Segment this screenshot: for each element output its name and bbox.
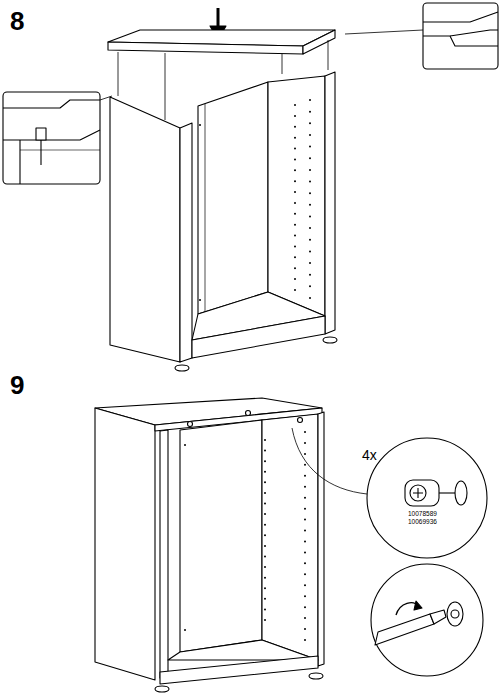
shelf-hole [309, 122, 311, 124]
shelf-hole [294, 235, 296, 237]
shelf-hole [309, 239, 311, 241]
shelf-hole [264, 534, 266, 536]
shelf-hole [294, 126, 296, 128]
shelf-hole [309, 250, 311, 252]
shelf-hole [264, 619, 266, 621]
shelf-hole [309, 111, 311, 113]
shelf-hole [304, 464, 306, 466]
shelf-hole [184, 629, 186, 631]
shelf-hole [309, 157, 311, 159]
shelf-hole [309, 99, 311, 101]
shelf-hole [294, 137, 296, 139]
shelf-hole [309, 285, 311, 287]
shelf-hole [309, 169, 311, 171]
shelf-hole [304, 551, 306, 553]
shelf-hole [264, 460, 266, 462]
shelf-hole [304, 486, 306, 488]
shelf-hole [294, 245, 296, 247]
shelf-hole [294, 180, 296, 182]
shelf-hole [294, 191, 296, 193]
shelf-hole [309, 215, 311, 217]
article-number: 10069936 [408, 519, 437, 526]
shelf-hole [294, 115, 296, 117]
shelf-hole [264, 545, 266, 547]
shelf-hole [304, 639, 306, 641]
shelf-hole [264, 608, 266, 610]
shelf-hole [294, 289, 296, 291]
shelf-hole [264, 566, 266, 568]
shelf-hole [309, 181, 311, 183]
shelf-hole [304, 453, 306, 455]
shelf-hole [294, 202, 296, 204]
shelf-hole [304, 606, 306, 608]
shelf-hole [304, 540, 306, 542]
shelf-hole [309, 204, 311, 206]
shelf-hole [184, 444, 186, 446]
shelf-hole [264, 513, 266, 515]
shelf-hole [294, 278, 296, 280]
shelf-hole [309, 146, 311, 148]
shelf-hole [264, 524, 266, 526]
step-number: 9 [10, 372, 24, 398]
shelf-hole [294, 158, 296, 160]
shelf-hole [264, 577, 266, 579]
shelf-hole [264, 555, 266, 557]
shelf-hole [304, 595, 306, 597]
shelf-hole [304, 431, 306, 433]
shelf-hole [294, 224, 296, 226]
shelf-hole [309, 134, 311, 136]
shelf-hole [304, 530, 306, 532]
shelf-hole [294, 104, 296, 106]
shelf-hole [294, 256, 296, 258]
shelf-hole [199, 299, 201, 301]
shelf-hole [304, 475, 306, 477]
shelf-hole [304, 519, 306, 521]
shelf-hole [309, 274, 311, 276]
shelf-hole [309, 262, 311, 264]
shelf-hole [304, 573, 306, 575]
shelf-hole [264, 503, 266, 505]
shelf-hole [294, 267, 296, 269]
shelf-hole [309, 192, 311, 194]
shelf-hole [264, 598, 266, 600]
shelf-hole [264, 439, 266, 441]
shelf-hole [304, 442, 306, 444]
article-number: 10078589 [408, 511, 437, 518]
shelf-hole [304, 617, 306, 619]
shelf-hole [294, 213, 296, 215]
shelf-hole [304, 584, 306, 586]
shelf-hole [264, 471, 266, 473]
shelf-hole [304, 562, 306, 564]
shelf-hole [294, 148, 296, 150]
shelf-hole [199, 124, 201, 126]
shelf-hole [304, 497, 306, 499]
shelf-hole [294, 169, 296, 171]
shelf-hole [264, 492, 266, 494]
shelf-hole [264, 450, 266, 452]
shelf-hole [309, 297, 311, 299]
quantity-label: 4x [362, 448, 377, 462]
shelf-hole [264, 481, 266, 483]
shelf-hole [264, 587, 266, 589]
shelf-hole [304, 508, 306, 510]
step-number: 8 [10, 8, 24, 34]
shelf-hole [304, 628, 306, 630]
shelf-hole [309, 227, 311, 229]
